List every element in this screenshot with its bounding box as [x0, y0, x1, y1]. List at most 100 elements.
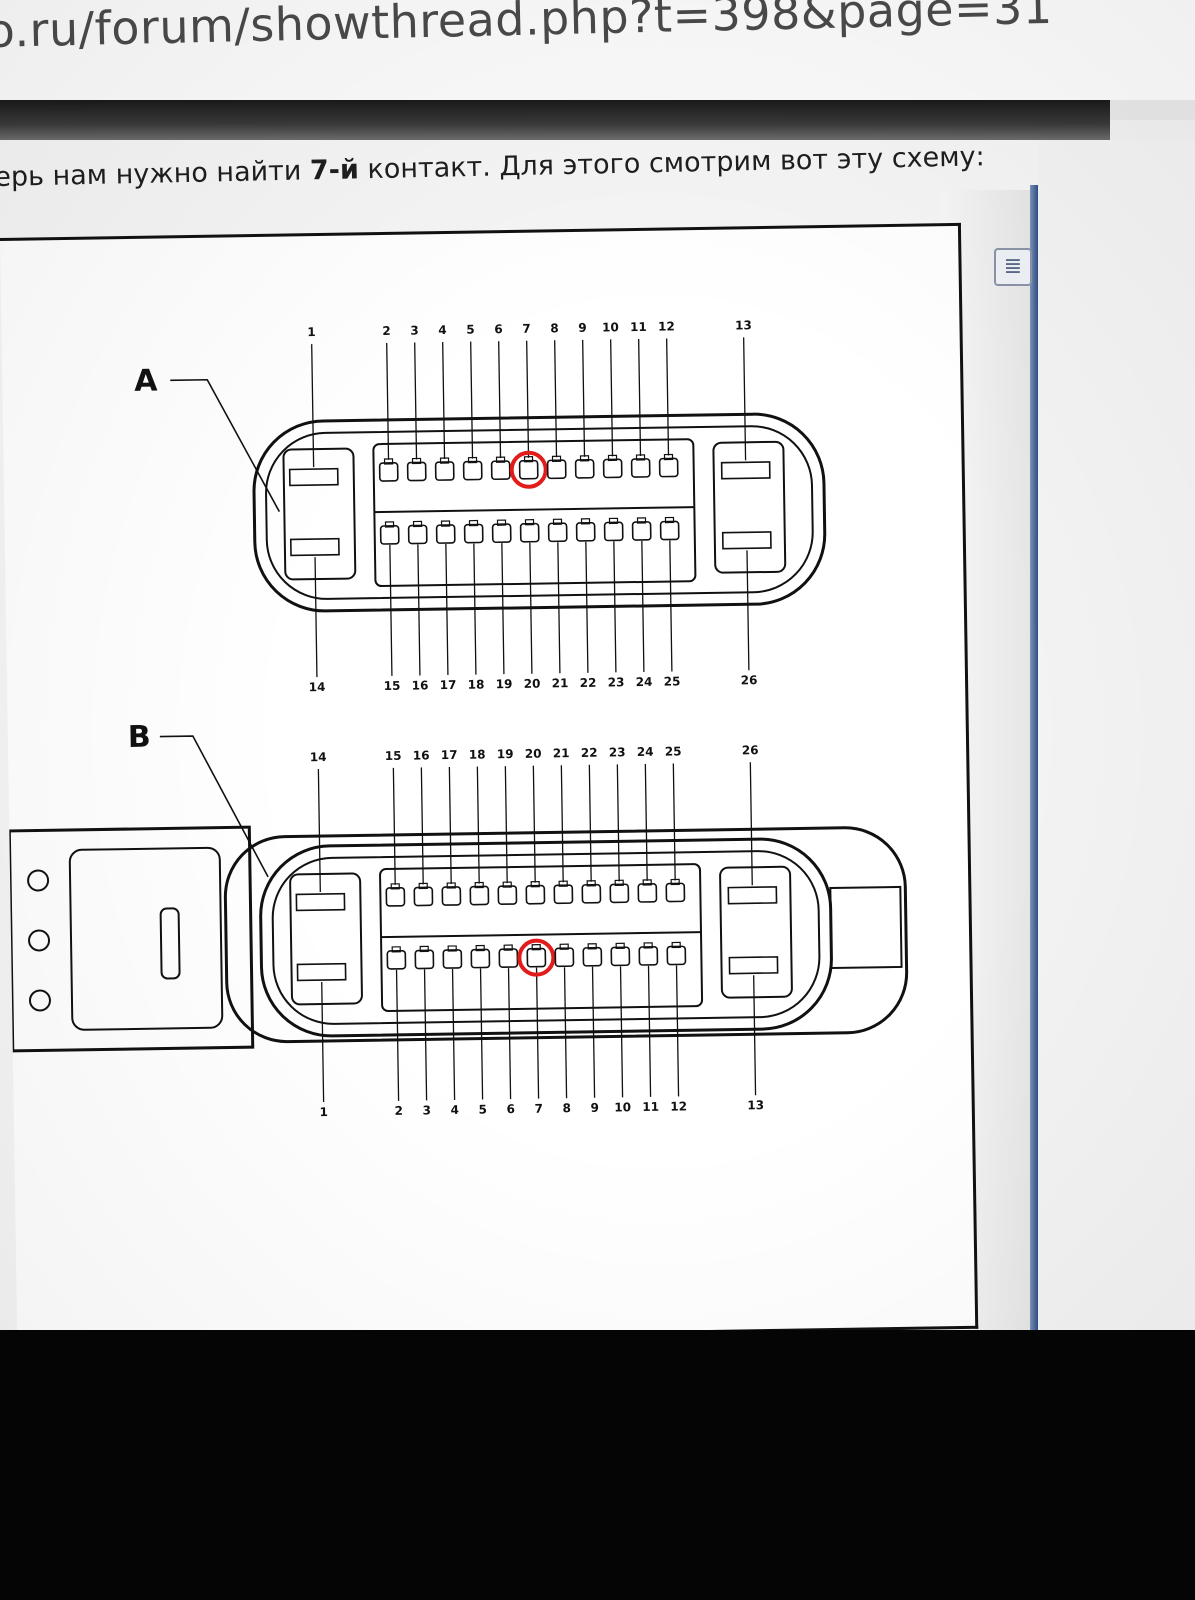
lead-line: [672, 763, 676, 881]
lead-line: [317, 769, 321, 893]
lead-line: [321, 982, 325, 1103]
side-pin-14: [289, 537, 340, 557]
lead-line: [563, 967, 568, 1099]
connector-body: [252, 412, 827, 613]
lead-line: [557, 542, 561, 674]
pin-label: 10: [614, 1100, 631, 1114]
pin-20: [519, 522, 540, 543]
pin-15: [385, 886, 406, 907]
pin-6: [490, 460, 511, 481]
pin-21: [553, 884, 574, 905]
pin-label: 18: [468, 677, 485, 691]
pin-25: [659, 520, 680, 541]
pin-10: [610, 946, 631, 967]
pin-label: 1: [307, 325, 316, 339]
pin-label: 25: [664, 674, 681, 688]
pin-6: [498, 948, 519, 968]
highlight-circle: [517, 938, 556, 977]
lead-line: [554, 340, 558, 458]
pin-label: 2: [394, 1104, 403, 1118]
lead-line: [420, 767, 424, 885]
pin-field: [372, 438, 697, 588]
pin-5: [470, 948, 491, 969]
pin-label: 12: [670, 1099, 687, 1113]
pin-16: [407, 524, 428, 545]
pin-label: 9: [578, 321, 587, 335]
lead-line: [479, 968, 484, 1100]
lead-line: [666, 338, 670, 456]
pin-15: [379, 525, 400, 545]
pin-12: [666, 945, 687, 966]
pin-4: [434, 461, 455, 481]
pin-label: 1: [319, 1105, 328, 1119]
lead-line: [389, 544, 393, 676]
pin-label: 5: [466, 323, 475, 337]
pin-label: 16: [412, 678, 429, 692]
lead-line: [498, 341, 502, 459]
pin-label: 6: [506, 1102, 515, 1116]
lead-line: [395, 969, 400, 1101]
pin-label: 21: [553, 746, 570, 760]
pin-label: 24: [636, 675, 653, 689]
pin-4: [442, 949, 463, 969]
pin-5: [462, 460, 483, 481]
pin-tab: [559, 943, 569, 950]
left-cavity: [289, 872, 363, 1006]
connector-a-label: A: [134, 364, 159, 399]
url-text[interactable]: o.ru/forum/showthread.php?t=398&page=31: [0, 0, 1054, 58]
pin-22: [575, 521, 596, 542]
pin-11: [638, 946, 659, 966]
connector-body-inner: [265, 425, 814, 600]
pin-7: [518, 459, 539, 480]
lead-line: [529, 542, 533, 674]
connector-b-shell: [223, 826, 909, 1044]
list-icon[interactable]: ≣: [994, 248, 1032, 286]
lead-line: [526, 340, 530, 458]
panel-divider: [1030, 185, 1038, 1330]
pin-label: 17: [441, 748, 458, 762]
right-panel: [1038, 140, 1195, 1330]
pin-tab: [412, 520, 423, 528]
pin-21: [547, 522, 568, 543]
pin-17: [441, 886, 462, 906]
lead-line: [619, 966, 624, 1098]
pin-10: [602, 458, 623, 479]
lead-line: [448, 766, 452, 885]
pin-label: 25: [665, 744, 682, 758]
pin-7: [526, 947, 547, 968]
left-cavity: [282, 447, 357, 581]
pin-label: 16: [413, 748, 430, 762]
address-bar[interactable]: o.ru/forum/showthread.php?t=398&page=31: [0, 0, 1195, 102]
pin-label: 20: [525, 747, 542, 761]
lead-line: [644, 763, 648, 881]
pin-label: 9: [590, 1101, 599, 1115]
pin-23: [609, 883, 630, 904]
pin-label: 13: [735, 318, 752, 332]
pin-tab: [391, 946, 401, 953]
pin-19: [491, 523, 512, 544]
side-pin-1: [288, 467, 339, 487]
right-cavity: [712, 440, 787, 574]
pin-label: 22: [580, 676, 597, 690]
lead-line: [532, 765, 536, 883]
pin-field: [379, 863, 704, 1012]
pin-label: 8: [562, 1101, 571, 1115]
lead-line: [311, 344, 315, 468]
pin-tab: [531, 943, 541, 951]
pin-label: 2: [382, 324, 391, 338]
pin-tab: [503, 944, 513, 951]
lead-line: [675, 965, 680, 1097]
pin-tab: [468, 519, 479, 527]
screen: o.ru/forum/showthread.php?t=398&page=31 …: [0, 0, 1195, 1330]
toolbar-shadow: [0, 100, 1110, 140]
lead-line: [647, 965, 652, 1097]
lead-line: [743, 337, 747, 461]
lead-line: [476, 766, 480, 884]
pin-label: 22: [581, 746, 598, 760]
right-cavity: [719, 865, 793, 999]
connector-b-pointer: [159, 735, 269, 878]
mount-hole-1: [27, 869, 50, 892]
connector-b-housing: [7, 825, 255, 1053]
pin-tab: [671, 941, 681, 949]
